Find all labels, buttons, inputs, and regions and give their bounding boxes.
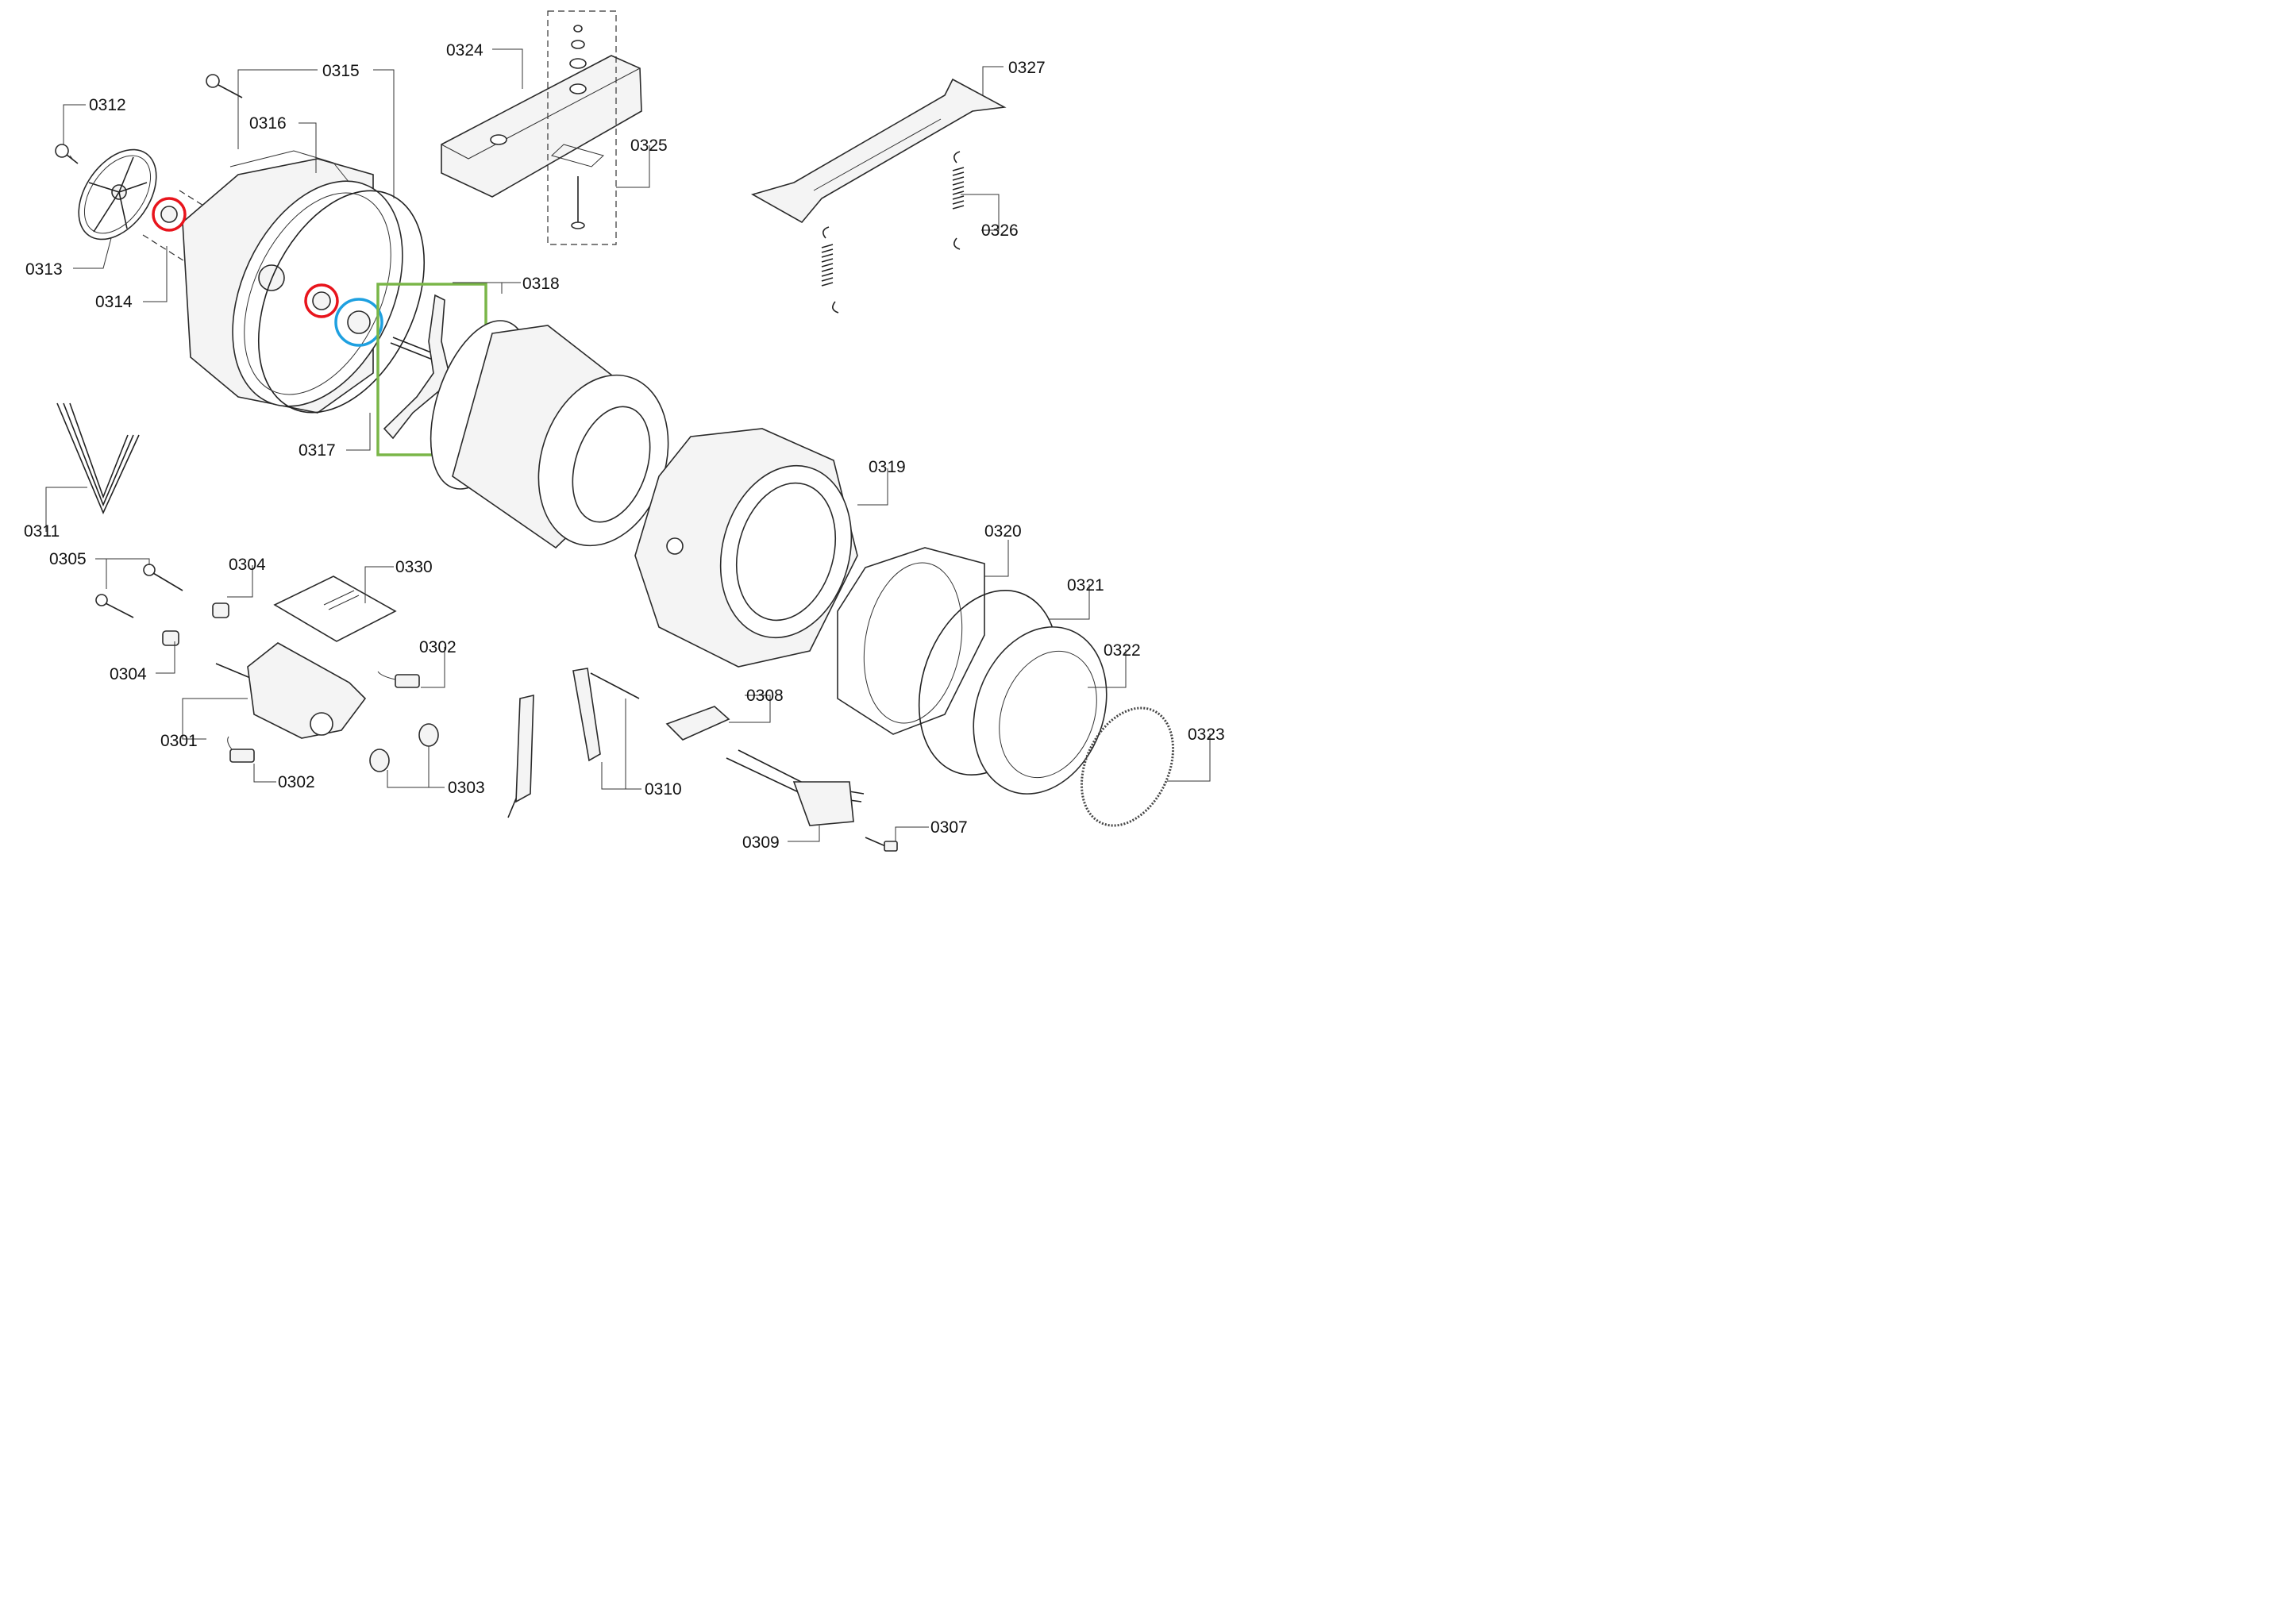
bushings-0303 [369,723,439,772]
bearing-highlight-1 [152,197,187,232]
sensor-0307 [865,837,898,852]
label-0310: 0310 [645,780,682,799]
part-labels: 0312 0313 0314 0315 0316 0317 0318 0319 … [24,41,1225,852]
label-0311: 0311 [24,522,60,541]
label-0304-b: 0304 [110,665,147,683]
label-0316: 0316 [249,114,287,133]
label-0318: 0318 [522,275,560,293]
diagram-canvas: 0312 0313 0314 0315 0316 0317 0318 0319 … [24,10,1225,852]
label-0323: 0323 [1188,726,1225,744]
belt-0311 [56,402,140,514]
label-0327: 0327 [1008,59,1046,77]
heater-0309 [726,749,865,826]
label-0307: 0307 [930,818,968,837]
label-0330: 0330 [395,558,433,576]
clips-0304 [162,602,229,646]
door-seal-0322 [973,626,1108,795]
label-0320: 0320 [984,522,1022,541]
label-0302-a: 0302 [419,638,457,656]
label-0315: 0315 [322,62,360,80]
label-0325: 0325 [630,137,668,155]
screw-0315 [206,74,243,98]
label-0301: 0301 [160,732,198,750]
label-0314: 0314 [95,293,133,311]
label-0303: 0303 [448,779,485,797]
screw-0312 [55,144,79,164]
bearing-highlight-2 [304,283,339,318]
label-0319: 0319 [869,458,906,476]
label-0321: 0321 [1067,576,1104,595]
seal-highlight [334,298,383,347]
label-0322: 0322 [1104,641,1141,660]
label-0317: 0317 [299,441,336,460]
front-tub-0319 [634,428,858,668]
label-0302-b: 0302 [278,773,315,791]
label-0313: 0313 [25,260,63,279]
drum-0318 [430,320,669,549]
pulley-0313 [78,148,157,241]
screws-0305 [95,564,183,618]
label-0309: 0309 [742,833,780,852]
counterweight-0324 [441,55,642,198]
label-0305: 0305 [49,550,87,568]
sheet-0330 [273,575,397,642]
gasket-0315 [257,190,426,414]
springs-0326 [821,151,965,314]
label-0308: 0308 [746,687,784,705]
frame-0320 [837,547,985,735]
label-0304-a: 0304 [229,556,266,574]
bolt-group-0325 [547,10,617,245]
motor-0301 [215,642,367,739]
leader-lines [45,48,1211,842]
bracket-0327 [750,78,1007,224]
part-0308 [665,706,730,741]
spider-0317 [383,294,452,440]
label-0326: 0326 [981,221,1019,240]
label-0324: 0324 [446,41,483,60]
exploded-parts-diagram: 0312 0313 0314 0315 0316 0317 0318 0319 … [0,0,1240,868]
label-0312: 0312 [89,96,126,114]
dampers-0310 [507,668,640,818]
connectors-0302 [227,671,420,763]
